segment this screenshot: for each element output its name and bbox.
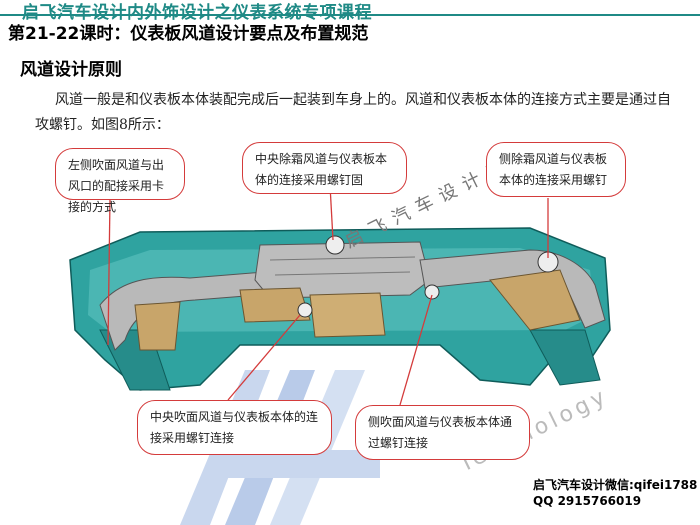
footer-wechat: 启飞汽车设计微信:qifei1788 bbox=[533, 478, 698, 492]
instrument-panel-diagram bbox=[69, 227, 611, 391]
footer-qq: QQ 2915766019 bbox=[533, 494, 642, 508]
callout-center-face-duct: 中央吹面风道与仪表板本体的连接采用螺钉连接 bbox=[137, 400, 332, 455]
lesson-title: 第21-22课时：仪表板风道设计要点及布置规范 bbox=[8, 24, 369, 44]
callout-center-defrost-duct: 中央除霜风道与仪表板本体的连接采用螺钉固 bbox=[242, 142, 407, 194]
body-paragraph: 风道一般是和仪表板本体装配完成后一起装到车身上的。风道和仪表板本体的连接方式主要… bbox=[35, 92, 671, 133]
header-divider bbox=[0, 14, 700, 16]
callout-left-face-duct: 左侧吹面风道与出风口的配接采用卡接的方式 bbox=[55, 148, 185, 214]
callout-side-face-duct: 侧吹面风道与仪表板本体通过螺钉连接 bbox=[355, 405, 530, 460]
course-title: 启飞汽车设计内外饰设计之仪表系统专项课程 bbox=[22, 3, 372, 23]
section-title: 风道设计原则 bbox=[20, 60, 122, 80]
callout-side-defrost-duct: 侧除霜风道与仪表板本体的连接采用螺钉 bbox=[486, 142, 626, 197]
